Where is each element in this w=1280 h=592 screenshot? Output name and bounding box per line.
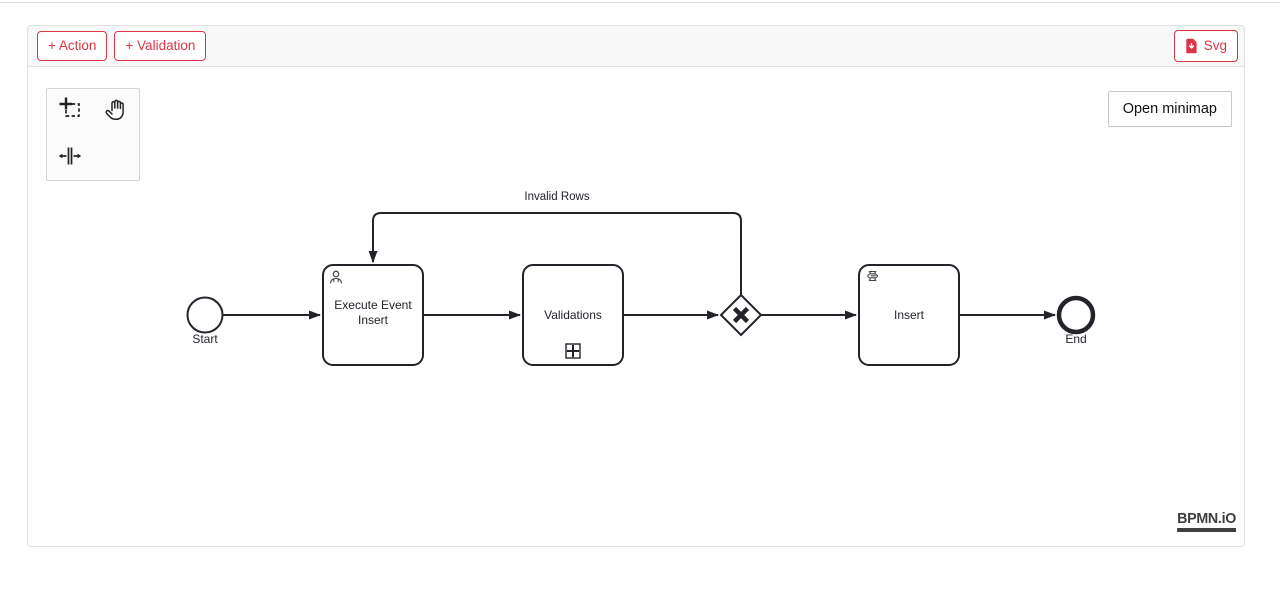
hand-tool-icon [103,97,129,128]
page-top-divider [0,2,1280,3]
start-event-label: Start [192,332,218,346]
toolbar-right-group: Svg [1173,30,1238,62]
export-svg-label: Svg [1203,38,1227,54]
task-execute-label-line2: Insert [358,313,389,327]
add-validation-button[interactable]: + Validation [114,31,207,61]
task-insert[interactable]: Insert [858,264,960,366]
subprocess-validations[interactable]: Validations [522,264,624,366]
toolbar-left-group: + Action + Validation [37,31,207,61]
file-download-icon [1185,38,1198,54]
bpmn-diagram: Invalid Rows Start Execute Event Insert [186,191,1096,366]
task-execute-label-line1: Execute Event [334,298,412,312]
start-event[interactable]: Start [186,296,224,347]
flow-invalid-rows-label: Invalid Rows [524,191,589,203]
subprocess-validations-label: Validations [544,308,602,322]
subprocess-plus-marker[interactable] [565,343,581,359]
diagram-canvas[interactable]: Invalid Rows Start Execute Event Insert [28,67,1244,546]
hand-tool[interactable] [93,89,139,135]
end-event-label: End [1065,332,1086,346]
lasso-tool[interactable] [47,89,93,135]
add-action-button[interactable]: + Action [37,31,108,61]
bpmn-io-logo[interactable]: BPMN.iO [1177,510,1236,532]
space-tool-icon [57,143,83,174]
space-tool[interactable] [47,135,93,181]
app-panel: + Action + Validation Svg [27,25,1245,547]
toolbar: + Action + Validation Svg [28,26,1244,67]
task-insert-label: Insert [894,308,925,322]
script-icon [867,270,879,282]
end-event[interactable]: End [1056,295,1096,346]
export-svg-button[interactable]: Svg [1173,30,1238,62]
exclusive-gateway-x-icon [732,306,750,324]
tool-palette [46,88,140,181]
exclusive-gateway[interactable] [719,293,763,337]
user-icon [330,270,342,284]
task-execute-event-insert[interactable]: Execute Event Insert [322,264,424,366]
lasso-tool-icon [57,96,84,128]
flow-invalid-rows[interactable] [368,212,742,295]
open-minimap-button[interactable]: Open minimap [1107,91,1232,127]
